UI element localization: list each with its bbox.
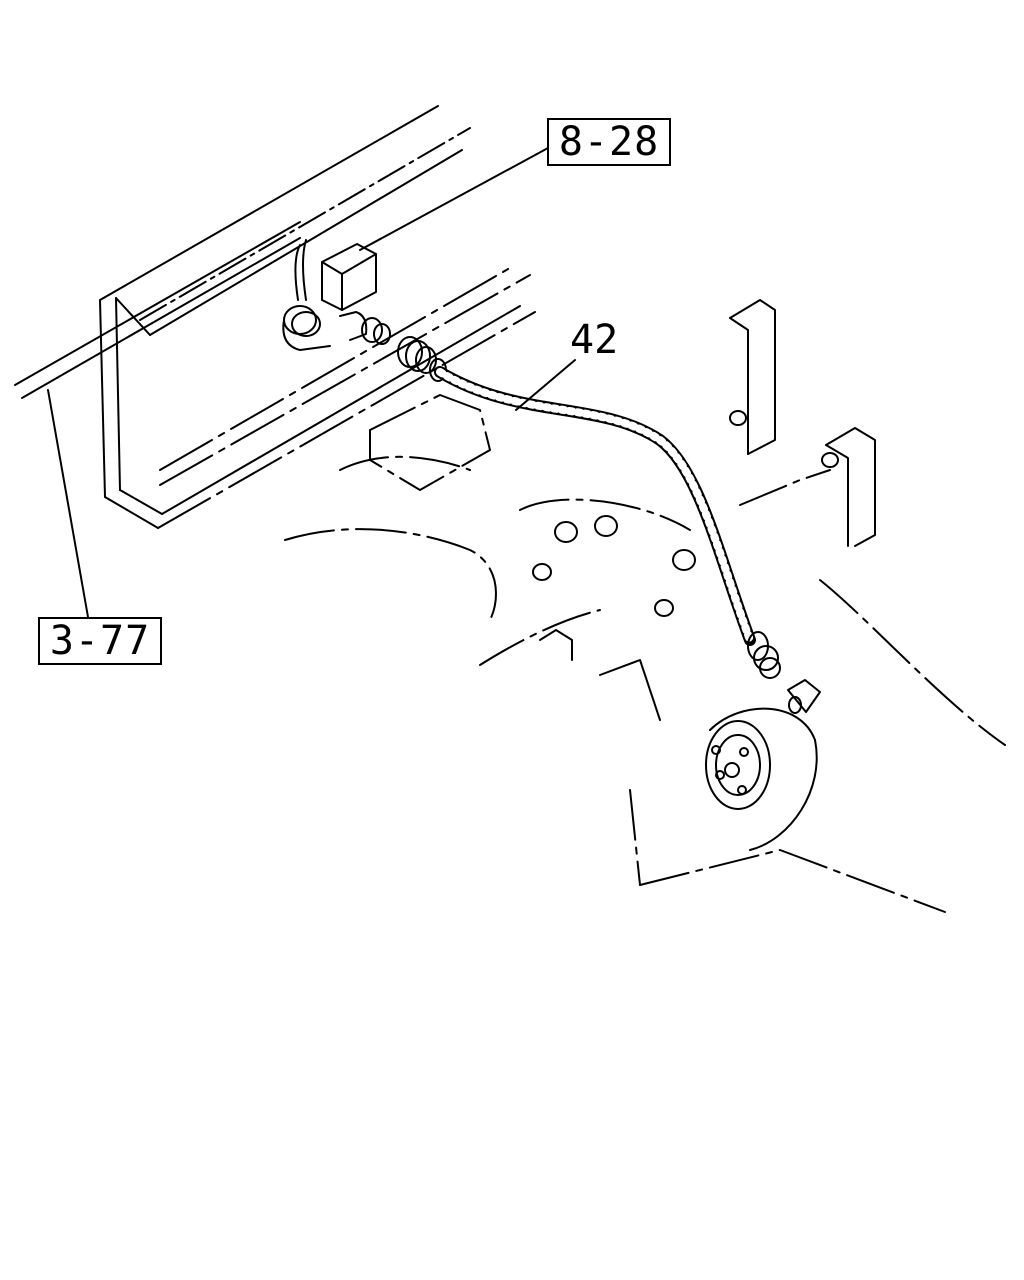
axle-housing (284, 394, 1006, 913)
brake-hose (434, 366, 781, 679)
valve-assembly (282, 239, 391, 351)
leader-lines (47, 147, 576, 618)
flange-bolts (532, 515, 696, 721)
reference-label-top: 8-28 (547, 118, 671, 166)
reference-label-left: 3-77 (38, 617, 162, 665)
brake-chamber (705, 679, 821, 851)
part-number-callout: 42 (570, 317, 619, 363)
spring-hangers (729, 299, 876, 547)
frame-rail (14, 105, 536, 529)
